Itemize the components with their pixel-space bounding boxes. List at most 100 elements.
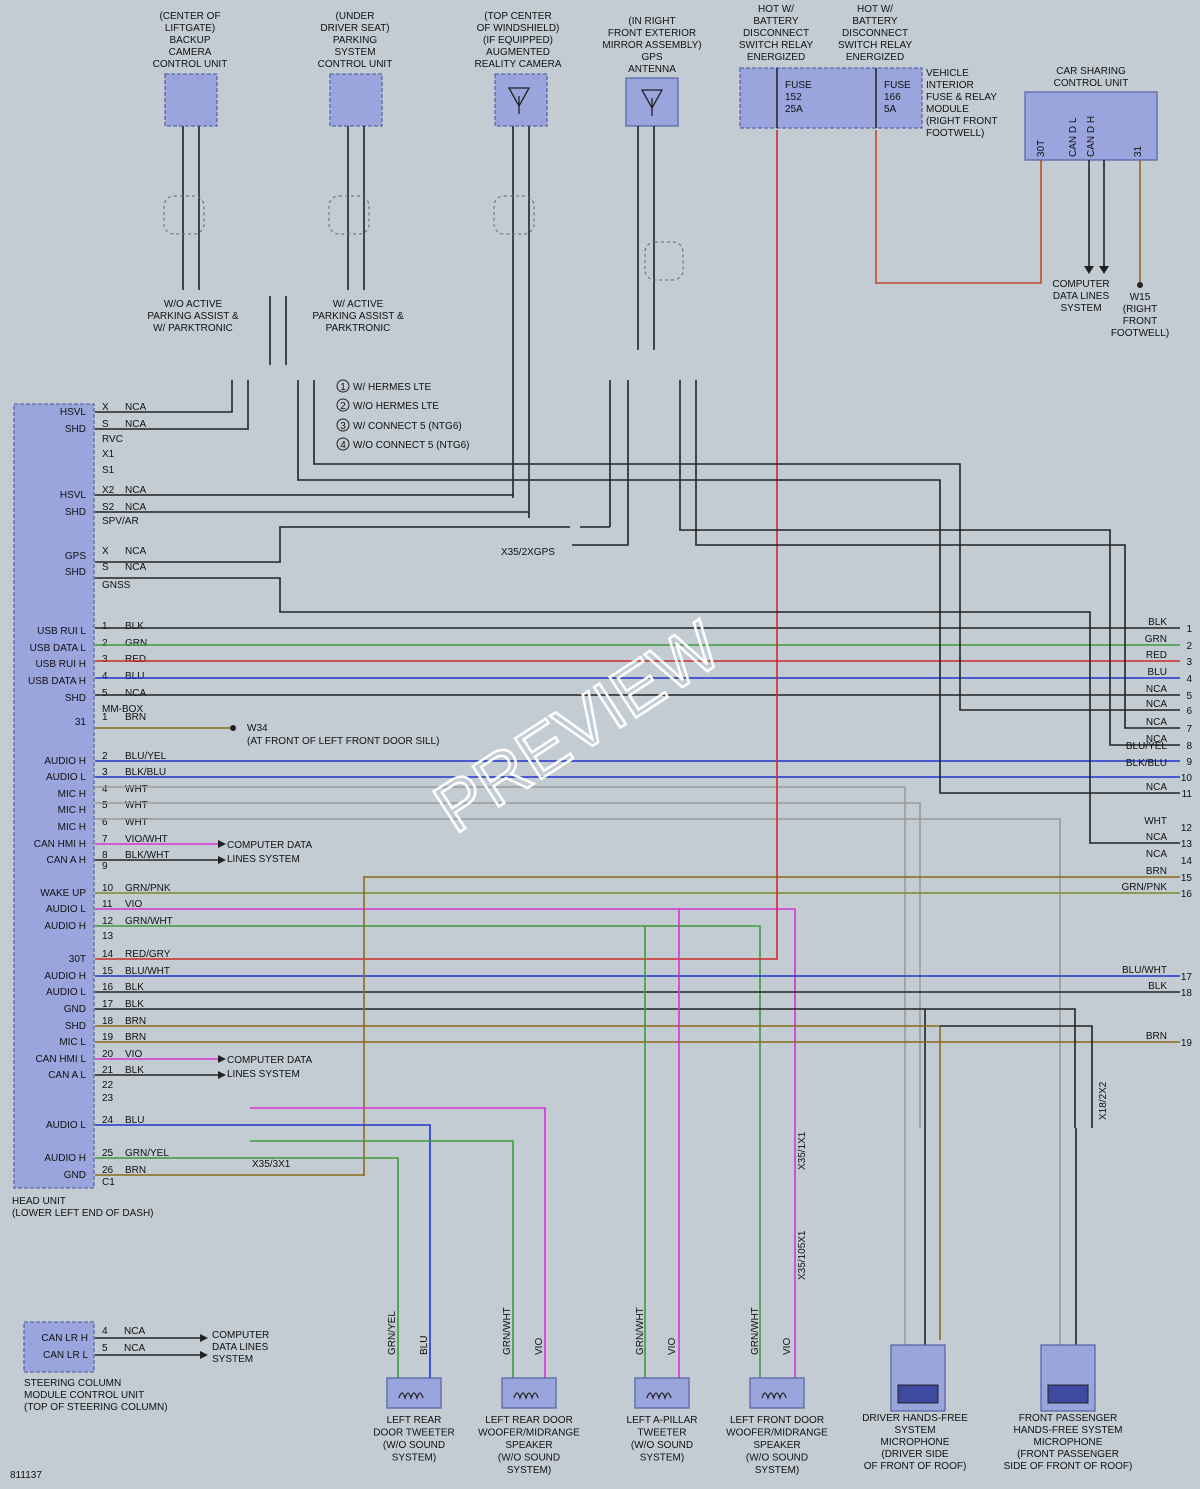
head-unit-pin-number: 2 — [102, 751, 108, 762]
parking-system-box — [329, 73, 383, 127]
head-unit-wire-color: BRN — [125, 1165, 146, 1176]
svg-text:FUSE & RELAY: FUSE & RELAY — [926, 92, 997, 103]
speaker-wire-2: VIO — [534, 1338, 545, 1355]
speaker-wire-1: GRN/WHT — [635, 1307, 646, 1355]
legend: 1 W/ HERMES LTE 2 W/O HERMES LTE 3 W/ CO… — [336, 379, 469, 451]
svg-text:CONTROL UNIT: CONTROL UNIT — [1054, 78, 1129, 89]
right-edge-wire-color: BLU/YEL — [1126, 741, 1168, 752]
head-unit-wire-color: BLU — [125, 671, 144, 682]
svg-text:MODULE: MODULE — [926, 104, 969, 115]
head-unit-pin-label: CAN A H — [47, 855, 86, 866]
head-unit-wire-color: BLK — [125, 982, 144, 993]
speaker: LEFT FRONT DOORWOOFER/MIDRANGESPEAKER(W/… — [726, 1307, 828, 1476]
steering-column-box — [23, 1321, 95, 1373]
right-edge-wire-color: WHT — [1144, 816, 1167, 827]
antenna-icon — [507, 87, 531, 114]
svg-text:(IF EQUIPPED): (IF EQUIPPED) — [483, 35, 553, 46]
head-unit-pin-number: C1 — [102, 1177, 115, 1188]
head-unit-pin-number: S — [102, 562, 109, 573]
speaker-label: LEFT FRONT DOOR — [730, 1415, 824, 1426]
svg-text:BATTERY: BATTERY — [852, 16, 898, 27]
head-unit-pin-number: 1 — [102, 712, 108, 723]
head-unit-pin-number: 4 — [102, 671, 108, 682]
right-edge-pin-number: 3 — [1186, 657, 1192, 668]
head-unit-wire-color: RED — [125, 654, 146, 665]
right-edge-wire-color: NCA — [1146, 734, 1167, 745]
svg-text:W/O ACTIVE: W/O ACTIVE — [164, 299, 223, 310]
head-unit-pin-number: 10 — [102, 883, 114, 894]
svg-text:DATA LINES: DATA LINES — [1053, 291, 1110, 302]
head-unit-pin-number: 3 — [102, 654, 108, 665]
svg-text:COMPUTER DATA: COMPUTER DATA — [227, 1055, 313, 1066]
head-unit-pin-number: 16 — [102, 982, 114, 993]
svg-text:166: 166 — [884, 92, 901, 103]
head-unit-pin-number: 26 — [102, 1165, 114, 1176]
speaker-label: SYSTEM) — [392, 1453, 436, 1464]
svg-text:CAR SHARING: CAR SHARING — [1056, 66, 1126, 77]
head-unit-pin-label: AUDIO L — [46, 987, 86, 998]
head-unit-pin-label: AUDIO L — [46, 772, 86, 783]
right-edge-wire-color: BLU — [1148, 667, 1167, 678]
svg-text:FOOTWELL): FOOTWELL) — [1111, 328, 1169, 339]
svg-text:MICROPHONE: MICROPHONE — [1034, 1437, 1103, 1448]
svg-text:FRONT PASSENGER: FRONT PASSENGER — [1019, 1413, 1118, 1424]
head-unit-pin-label: USB DATA L — [30, 643, 87, 654]
svg-text:INTERIOR: INTERIOR — [926, 80, 974, 91]
car-sharing-pins: 30T CAN D L CAN D H 31 — [1036, 116, 1144, 157]
svg-text:HOT W/: HOT W/ — [857, 4, 893, 15]
head-unit-pin-label: SHD — [65, 693, 86, 704]
head-unit-wire-color: RED/GRY — [125, 949, 171, 960]
head-unit-pin-label: 31 — [75, 717, 87, 728]
speaker-label: DOOR TWEETER — [373, 1428, 454, 1439]
long-wires — [95, 130, 1180, 1380]
svg-text:SWITCH RELAY: SWITCH RELAY — [739, 40, 814, 51]
head-unit-pin-number: 25 — [102, 1148, 114, 1159]
head-unit-wire-color: BLU/YEL — [125, 751, 167, 762]
head-unit-pin-label: AUDIO H — [44, 921, 86, 932]
speaker-label: LEFT A-PILLAR — [627, 1415, 698, 1426]
right-edge-pin-number: 8 — [1186, 741, 1192, 752]
right-edge-pin-number: 10 — [1181, 773, 1193, 784]
svg-text:ENERGIZED: ENERGIZED — [747, 52, 805, 63]
head-unit-pin-label: MIC H — [58, 789, 86, 800]
right-edge-wire-color: BLK — [1148, 617, 1167, 628]
backup-camera-label: (CENTER OF LIFTGATE) BACKUP CAMERA CONTR… — [153, 11, 228, 70]
svg-text:152: 152 — [785, 92, 802, 103]
speaker-label: (W/O SOUND — [383, 1440, 445, 1451]
right-edge-pin-number: 9 — [1186, 757, 1192, 768]
svg-text:30T: 30T — [1036, 140, 1047, 157]
head-unit-wire-color: WHT — [125, 800, 148, 811]
head-unit-pin-number: 9 — [102, 861, 108, 872]
ar-camera-label: (TOP CENTER OF WINDSHIELD) (IF EQUIPPED)… — [474, 11, 561, 70]
head-unit-wire-color: VIO — [125, 899, 142, 910]
w34-ground: W34 (AT FRONT OF LEFT FRONT DOOR SILL) — [95, 723, 439, 747]
svg-text:5: 5 — [102, 1343, 108, 1354]
head-unit-pin-number: 18 — [102, 1016, 114, 1027]
speaker-label: WOOFER/MIDRANGE — [726, 1428, 828, 1439]
right-edge-pin-number: 1 — [1186, 624, 1192, 635]
head-unit-wire-color: NCA — [125, 562, 146, 573]
head-unit-pin-label: SHD — [65, 424, 86, 435]
svg-text:DISCONNECT: DISCONNECT — [842, 28, 908, 39]
head-unit-wire-color: BLK — [125, 1065, 144, 1076]
head-unit-pin-label: GPS — [65, 551, 86, 562]
svg-text:CAN D H: CAN D H — [1086, 116, 1097, 157]
right-edge-connectors: BLK1GRN2RED3BLU4NCA5NCA6NCA7NCA8BLU/YEL9… — [1121, 617, 1192, 1049]
head-unit-pin-number: GNSS — [102, 580, 131, 591]
head-unit-label: HEAD UNIT (LOWER LEFT END OF DASH) — [12, 1196, 154, 1219]
head-unit-pin-label: SHD — [65, 507, 86, 518]
w15-ground-label: W15 (RIGHT FRONT FOOTWELL) — [1111, 292, 1169, 339]
svg-text:SYSTEM: SYSTEM — [212, 1354, 253, 1365]
right-edge-pin-number: 7 — [1186, 724, 1192, 735]
speaker-label: (W/O SOUND — [746, 1453, 808, 1464]
head-unit-pin-label: HSVL — [60, 490, 87, 501]
svg-text:W/O HERMES LTE: W/O HERMES LTE — [353, 401, 439, 412]
right-edge-pin-number: 15 — [1181, 873, 1193, 884]
right-edge-pin-number: 12 — [1181, 823, 1193, 834]
right-edge-pin-number: 13 — [1181, 839, 1193, 850]
head-unit-wire-color: BLU/WHT — [125, 966, 170, 977]
head-unit-pin-number: X1 — [102, 449, 115, 460]
svg-text:25A: 25A — [785, 104, 803, 115]
